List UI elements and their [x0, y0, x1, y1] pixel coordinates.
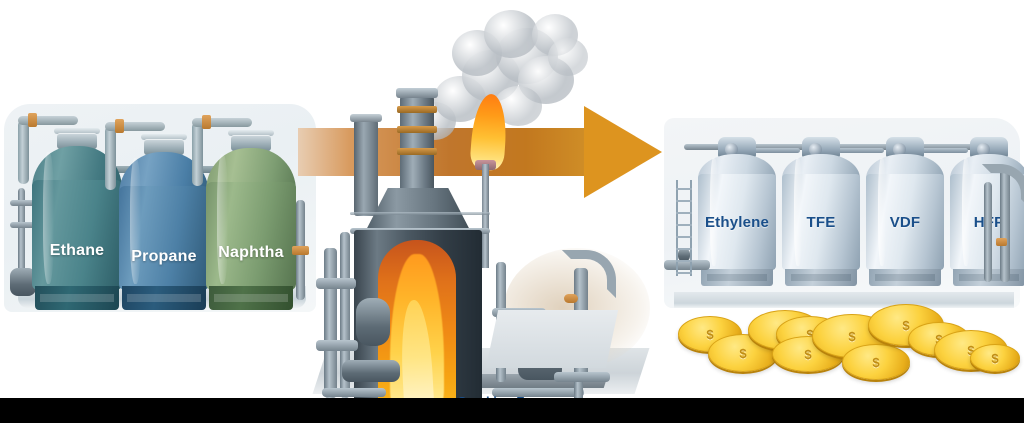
product-tank-arm-icon: [922, 148, 969, 153]
tank-neck-icon: [231, 135, 271, 151]
furnace-pipe-left-h1: [316, 278, 356, 289]
products-pipe-right-b: [984, 182, 992, 282]
feedstock-outlet-flange-icon: [292, 246, 309, 255]
furnace-exchanger-left: [356, 298, 390, 346]
flare-stack-pole: [482, 164, 489, 268]
tank-riser-top-icon: [18, 116, 78, 125]
coin-symbol: $: [739, 345, 747, 361]
coin-symbol: $: [991, 350, 999, 366]
tank-neck-cap-icon: [53, 128, 101, 134]
product-tank-vdf[interactable]: VDF: [866, 137, 969, 286]
tank-flange-icon: [115, 119, 124, 133]
product-tank-skirt: [785, 269, 857, 286]
furnace-pipe-right-h2: [492, 388, 584, 397]
coin-symbol: $: [804, 346, 812, 362]
products-panel: Ethylene TFE VDF: [664, 118, 1024, 308]
tank-riser-top-icon: [105, 122, 165, 131]
tank-riser-pipe-icon: [105, 126, 116, 190]
tank-neck-cap-icon: [140, 134, 188, 140]
tank-flange-icon: [28, 113, 37, 127]
coin-symbol: $: [706, 326, 714, 342]
furnace-pipe-right-b: [574, 368, 583, 412]
tank-riser-pipe-icon: [192, 122, 203, 186]
products-elbow-icon: [982, 164, 1024, 208]
product-tank-arm-icon: [838, 148, 885, 153]
furnace-main-stack: [397, 96, 437, 192]
coin-symbol: $: [848, 328, 856, 344]
tank-highlight: [216, 154, 229, 284]
gold-coin-pile: $ $ $ $ $ $ $ $ $ $ $: [672, 300, 1024, 386]
product-tank-valve-icon: [808, 143, 822, 156]
furnace-pipe-left-b: [340, 232, 350, 398]
furnace-pipe-left-h3: [322, 388, 386, 397]
product-tank-valve-icon: [892, 143, 906, 156]
coin-symbol: $: [872, 354, 880, 370]
product-tank-valve-icon: [976, 143, 990, 156]
feedstock-aux-pipe-a: [10, 200, 36, 206]
products-panel-floor: [674, 292, 1014, 308]
feedstock-aux-drum: [10, 268, 36, 296]
cracking-furnace[interactable]: [312, 10, 650, 423]
tank-neck-icon: [144, 139, 184, 155]
coin-symbol: $: [902, 317, 910, 333]
tank-body: [206, 182, 296, 290]
bottom-letterbox-bar: [0, 398, 1024, 423]
tank-flange-icon: [202, 115, 211, 129]
tank-skirt: [208, 286, 294, 310]
tank-highlight: [42, 152, 55, 284]
gold-coin-icon: $: [842, 344, 910, 380]
gold-coin-icon: $: [708, 334, 778, 372]
furnace-secondary-stack-cap: [350, 114, 382, 122]
smoke-plume-icon: [408, 10, 598, 160]
furnace-fire-window: [378, 240, 456, 423]
product-tank-skirt: [701, 269, 773, 286]
product-tank-valve-icon: [724, 143, 738, 156]
tank-body: [32, 180, 122, 290]
product-tank-highlight: [878, 158, 887, 266]
products-inlet-valve-icon: [678, 248, 690, 262]
products-pipe-right-a: [1000, 170, 1010, 282]
product-tank-highlight: [710, 158, 719, 266]
furnace-platform-rail: [350, 212, 490, 215]
feedstock-tank-naphtha[interactable]: Naphtha: [192, 115, 296, 310]
coin-symbol: $: [967, 342, 975, 358]
product-tank-arm-icon: [754, 148, 801, 153]
arrow-head-icon: [584, 106, 662, 198]
tank-neck-icon: [57, 133, 97, 149]
furnace-pipe-left-h2: [316, 340, 358, 351]
product-tank-highlight: [962, 158, 971, 266]
tank-skirt: [34, 286, 120, 310]
product-tank-highlight: [794, 158, 803, 266]
furnace-secondary-stack: [354, 120, 378, 216]
furnace-standpipe-elbow-icon: [562, 250, 616, 298]
furnace-pipe-left-a: [324, 248, 337, 398]
tank-riser-top-icon: [192, 118, 252, 127]
tank-body: [119, 186, 209, 290]
product-tank-tfe[interactable]: TFE: [782, 137, 885, 286]
products-flange-icon: [996, 238, 1007, 246]
furnace-drum-left: [342, 360, 400, 382]
gold-coin-icon: $: [970, 344, 1020, 372]
coin-symbol: $: [806, 326, 814, 342]
product-tank-skirt: [869, 269, 941, 286]
products-inlet-pipe: [664, 260, 710, 270]
tank-riser-pipe-icon: [18, 120, 29, 184]
furnace-standpipe-flange-icon: [564, 294, 578, 303]
furnace-standpipe-base: [554, 372, 610, 382]
furnace-utility-building: [485, 310, 619, 368]
feedstock-aux-riser: [18, 188, 25, 276]
products-access-ladder: [676, 180, 692, 276]
furnace-main-stack-cap: [396, 88, 438, 98]
tank-neck-cap-icon: [227, 130, 275, 136]
feedstock-aux-pipe-b: [10, 222, 36, 228]
tank-skirt: [121, 286, 207, 310]
feedstock-panel: Ethane Propane Naphtha: [4, 104, 316, 312]
tank-highlight: [129, 158, 142, 284]
